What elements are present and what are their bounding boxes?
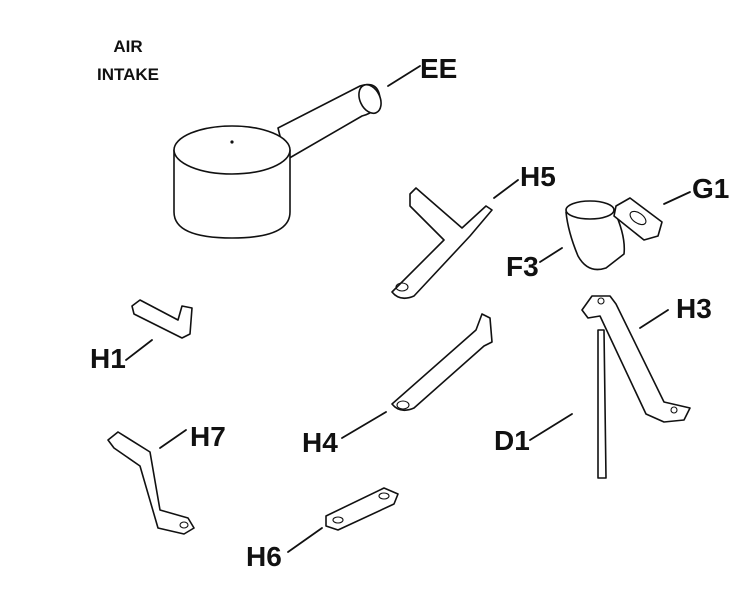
callout-f3: F3 [506, 251, 539, 282]
g1-gasket-body [613, 197, 663, 241]
h5-hole [395, 282, 409, 292]
h1-bracket-body [131, 299, 193, 339]
h6-plate-body [325, 487, 399, 531]
bracket-h1 [131, 299, 193, 339]
callout-h4: H4 [302, 427, 338, 458]
d1-rod-body [597, 329, 607, 479]
title-line-2: INTAKE [97, 65, 159, 84]
h7-hole [179, 521, 189, 529]
leader-h5 [493, 179, 519, 199]
h3-hole-bottom [670, 406, 678, 414]
h4-bracket-body [391, 313, 493, 412]
leader-h1 [125, 339, 153, 361]
elbow-f3 [565, 200, 626, 271]
leader-g1 [663, 191, 691, 205]
callout-ee: EE [420, 53, 457, 84]
h7-bracket-body [107, 431, 195, 535]
leader-f3 [539, 247, 563, 263]
h6-hole-a [378, 492, 390, 500]
f3-elbow-mouth [565, 200, 615, 220]
h3-hole-top [597, 297, 605, 305]
f3-elbow-body [565, 209, 626, 271]
h5-bracket-body [391, 187, 493, 300]
intake-tube-end [358, 83, 382, 115]
callout-d1: D1 [494, 425, 530, 456]
bracket-h4 [391, 313, 493, 412]
h3-brace-body [581, 295, 691, 423]
leader-d1 [529, 413, 573, 441]
callout-h7: H7 [190, 421, 226, 452]
leader-ee [387, 65, 421, 87]
intake-canister [173, 149, 291, 239]
rod-d1 [597, 329, 607, 479]
h4-hole [396, 400, 410, 410]
bracket-h5 [391, 187, 493, 300]
leader-h4 [341, 411, 387, 439]
plate-h6 [325, 487, 399, 531]
callout-h6: H6 [246, 541, 282, 572]
brace-h3 [581, 295, 691, 423]
bracket-h7 [107, 431, 195, 535]
intake-canister-top [173, 125, 291, 175]
canister-center-dot [230, 140, 234, 144]
leader-h6 [287, 527, 323, 553]
leader-h3 [639, 309, 669, 329]
h6-hole-b [332, 516, 344, 524]
g1-gasket-hole [629, 210, 647, 226]
callout-h3: H3 [676, 293, 712, 324]
leader-h7 [159, 429, 187, 449]
title-line-1: AIR [113, 37, 142, 56]
callout-h5: H5 [520, 161, 556, 192]
gasket-g1 [613, 197, 663, 241]
callout-h1: H1 [90, 343, 126, 374]
air-intake-assembly [173, 83, 382, 239]
callout-g1: G1 [692, 173, 729, 204]
